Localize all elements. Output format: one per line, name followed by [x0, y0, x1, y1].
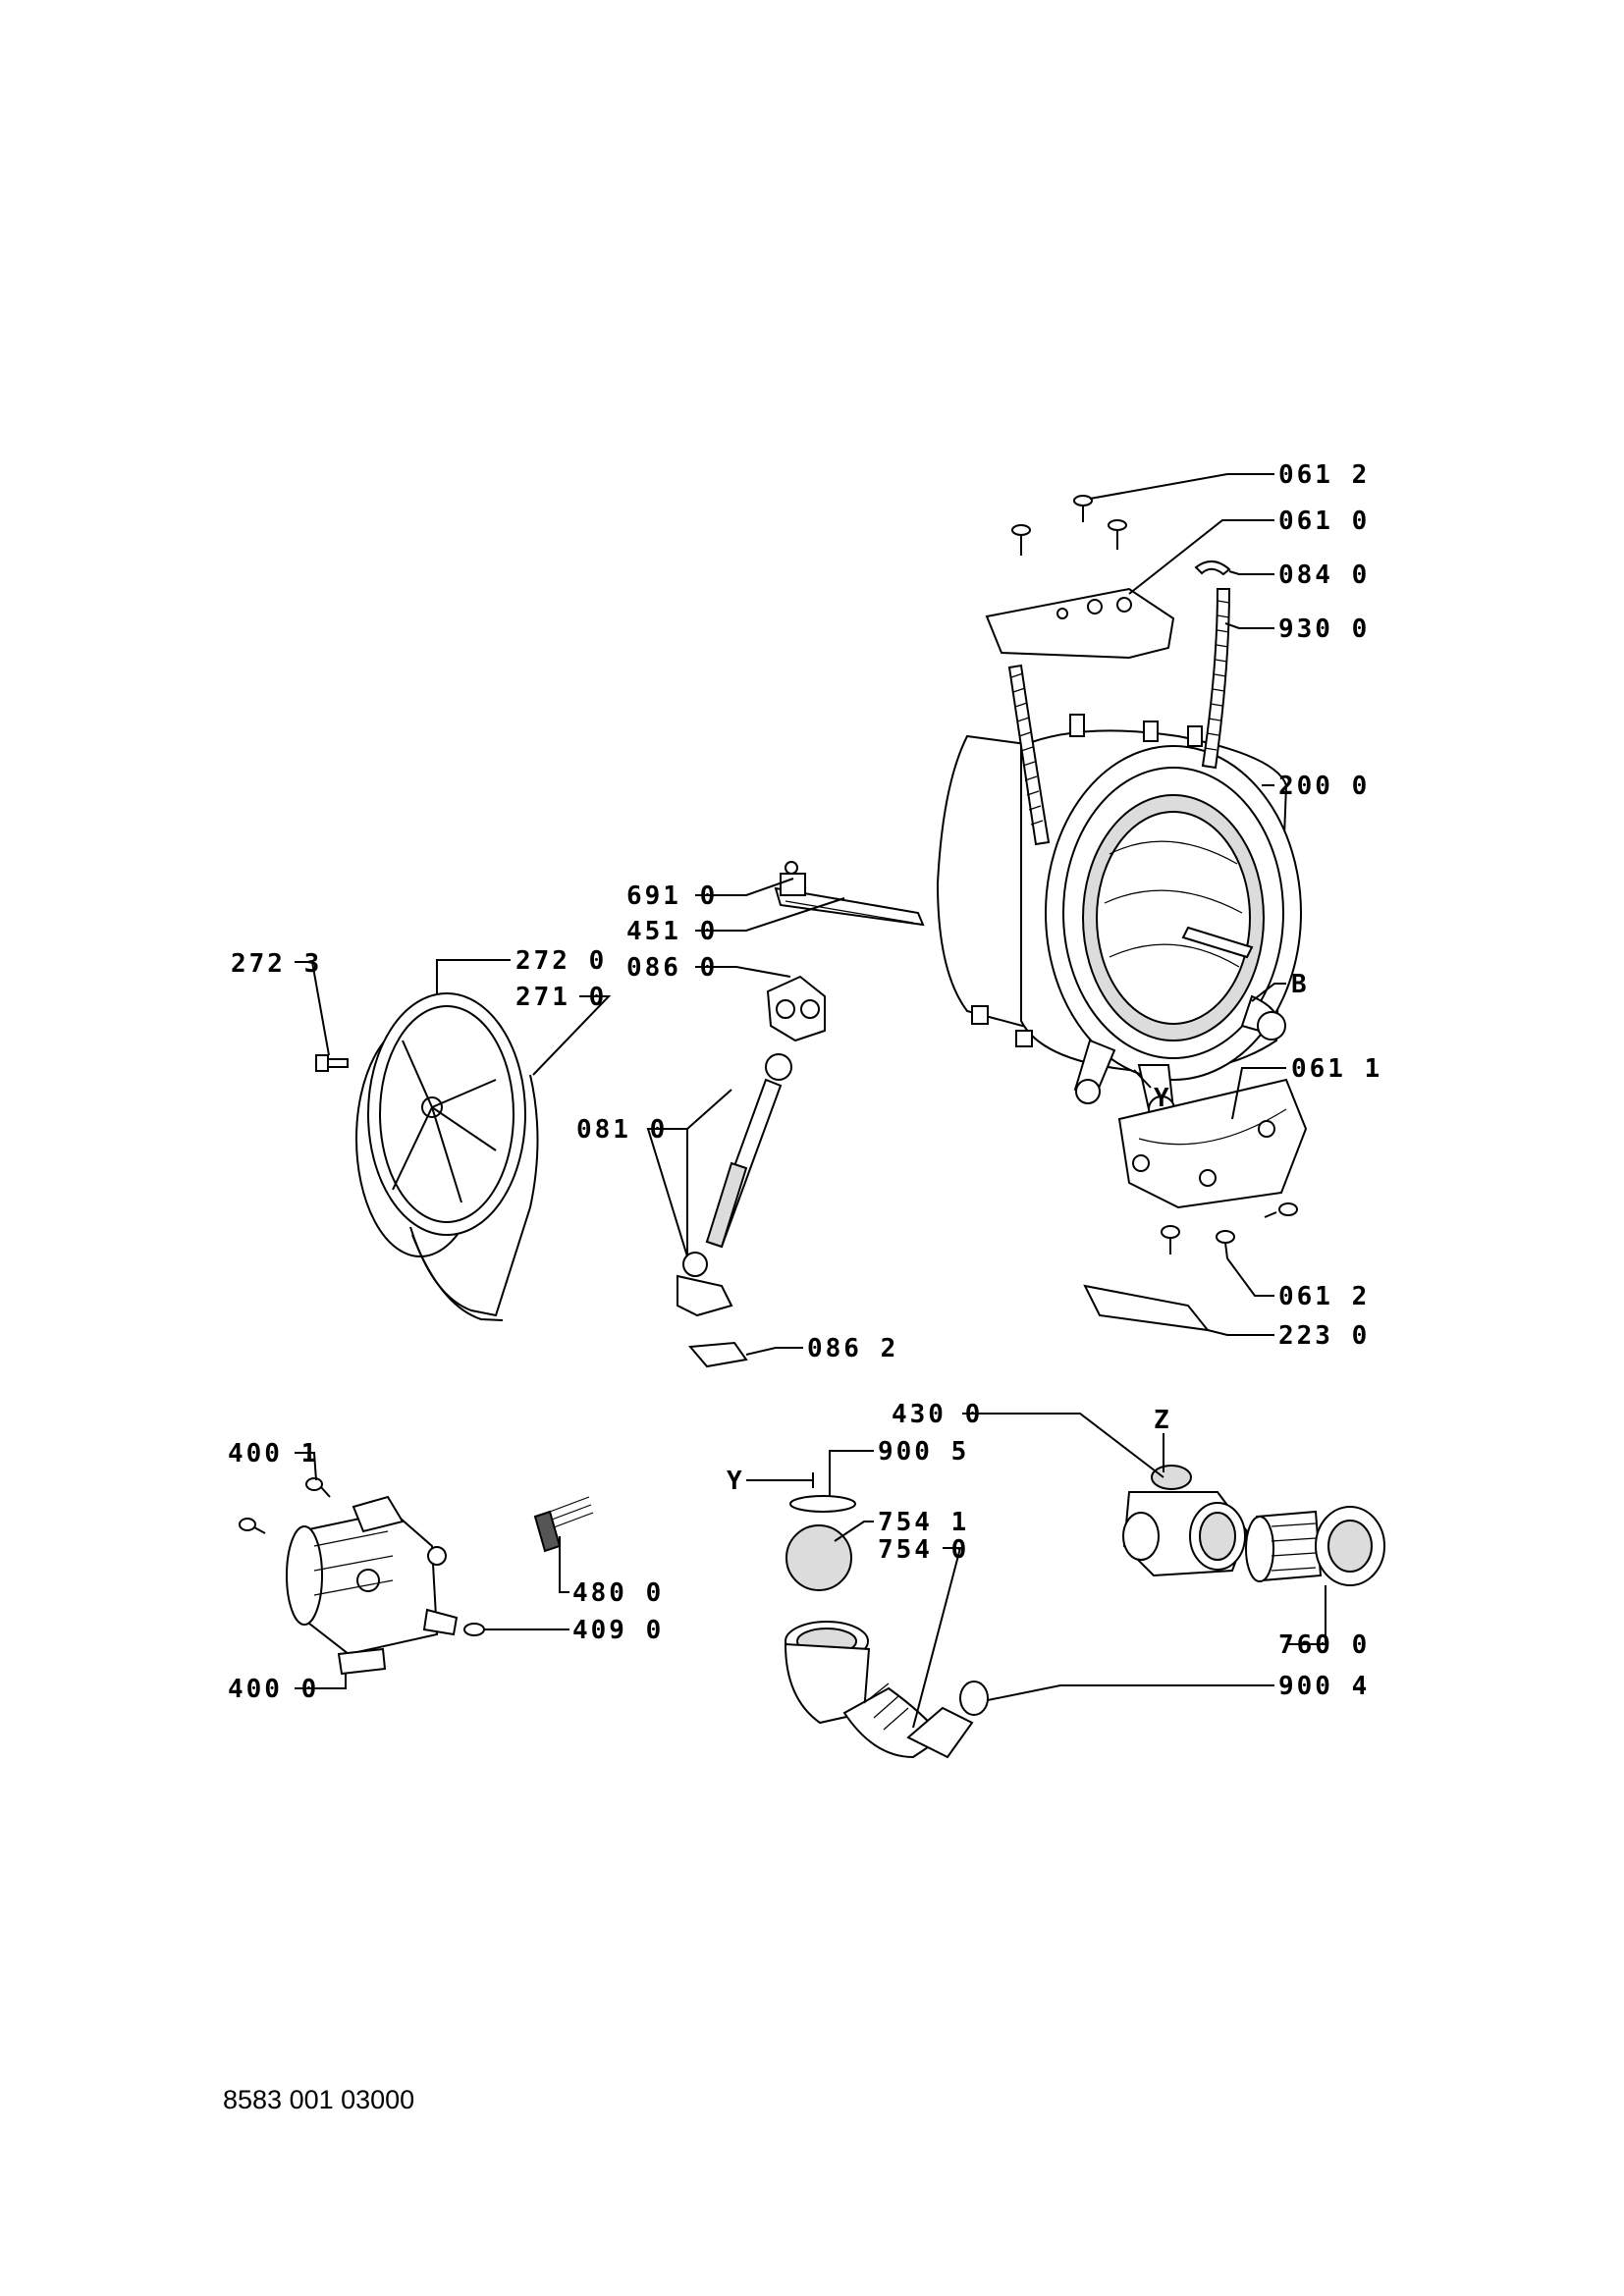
- callout-480-0: 480 0: [572, 1578, 664, 1608]
- motor-spacer: [463, 1623, 485, 1636]
- callout-086-2: 086 2: [807, 1334, 898, 1363]
- callout-754-1: 754 1: [878, 1508, 969, 1537]
- callout-272-3: 272 3: [231, 949, 322, 979]
- callout-081-0: 081 0: [576, 1115, 668, 1145]
- callout-061-1: 061 1: [1291, 1054, 1382, 1084]
- callout-y-tub: Y: [1154, 1084, 1172, 1113]
- callout-272-0: 272 0: [515, 946, 607, 976]
- shock-pin-clip: [687, 1341, 748, 1368]
- handle-part: [1083, 1284, 1211, 1332]
- screws-mid: [1161, 1202, 1298, 1259]
- callout-y-pump: Y: [727, 1467, 745, 1496]
- callout-061-2-bottom: 061 2: [1278, 1282, 1370, 1311]
- clip-part: [1194, 561, 1231, 576]
- pump-filter: [1245, 1506, 1385, 1586]
- drive-belt-edge: [411, 1234, 504, 1321]
- ball-valve: [785, 1524, 852, 1591]
- callout-z: Z: [1154, 1406, 1172, 1435]
- motor: [286, 1495, 459, 1676]
- hose-clamp: [959, 1681, 989, 1716]
- sump-hose: [784, 1621, 974, 1759]
- shock-absorber: [677, 975, 826, 1317]
- ring-seal: [789, 1495, 856, 1513]
- callout-061-0: 061 0: [1278, 507, 1370, 536]
- counterweight-top: [985, 587, 1175, 660]
- callout-760-0: 760 0: [1278, 1630, 1370, 1660]
- callout-900-5: 900 5: [878, 1437, 969, 1467]
- callout-451-0: 451 0: [626, 917, 718, 946]
- callout-900-4: 900 4: [1278, 1672, 1370, 1701]
- drain-pump: [1122, 1465, 1249, 1577]
- suspension-springs: [1007, 588, 1231, 846]
- callout-084-0: 084 0: [1278, 561, 1370, 590]
- callout-430-0: 430 0: [892, 1400, 983, 1429]
- heating-element: [774, 861, 925, 927]
- bottom-counterweight: [1117, 1078, 1308, 1209]
- callout-061-2-top: 061 2: [1278, 460, 1370, 490]
- motor-screws: [239, 1477, 331, 1534]
- screws-top: [1011, 495, 1127, 556]
- callout-409-0: 409 0: [572, 1616, 664, 1645]
- callout-271-0: 271 0: [515, 983, 607, 1012]
- callout-223-0: 223 0: [1278, 1321, 1370, 1351]
- callout-400-1: 400 1: [228, 1439, 319, 1468]
- callout-930-0: 930 0: [1278, 614, 1370, 644]
- callout-200-0: 200 0: [1278, 772, 1370, 801]
- callout-691-0: 691 0: [626, 881, 718, 911]
- drum-pulley: [355, 992, 526, 1257]
- pulley-bolt: [315, 1054, 349, 1072]
- motor-connector: [533, 1496, 594, 1553]
- callout-086-0: 086 0: [626, 953, 718, 983]
- tub-assembly: [936, 714, 1302, 1123]
- leader-lines: [295, 473, 1326, 1729]
- callout-b: B: [1291, 970, 1310, 999]
- part-number-footer: 8583 001 03000: [223, 2085, 415, 2114]
- callout-400-0: 400 0: [228, 1675, 319, 1704]
- callout-754-0: 754 0: [878, 1535, 969, 1565]
